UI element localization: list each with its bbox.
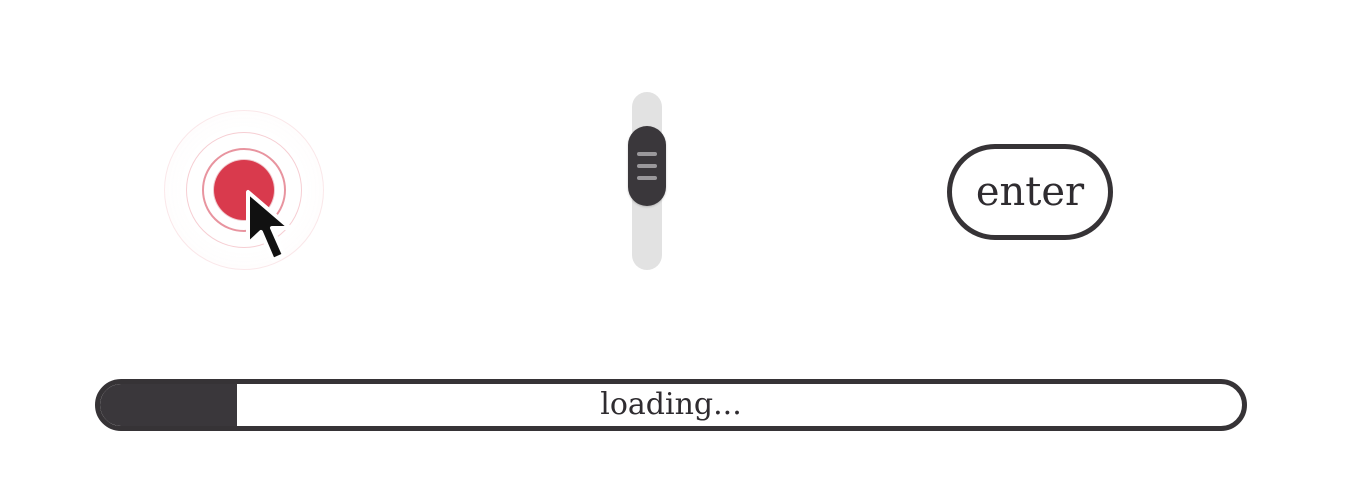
slider-grip-line: [637, 176, 657, 181]
slider-grip-line: [637, 152, 657, 157]
slider-grip-line: [637, 164, 657, 169]
enter-button[interactable]: enter: [947, 144, 1113, 240]
ripple-ring-middle: [186, 132, 302, 248]
record-click-target[interactable]: [164, 110, 324, 270]
progress-label: loading...: [600, 387, 742, 422]
slider-thumb[interactable]: [628, 126, 666, 207]
loading-progress-bar: loading...: [95, 379, 1247, 431]
pointer-cursor-icon: [246, 190, 292, 262]
vertical-slider[interactable]: [628, 92, 666, 270]
ripple-ring-inner: [202, 148, 286, 232]
progress-fill: [100, 384, 238, 426]
